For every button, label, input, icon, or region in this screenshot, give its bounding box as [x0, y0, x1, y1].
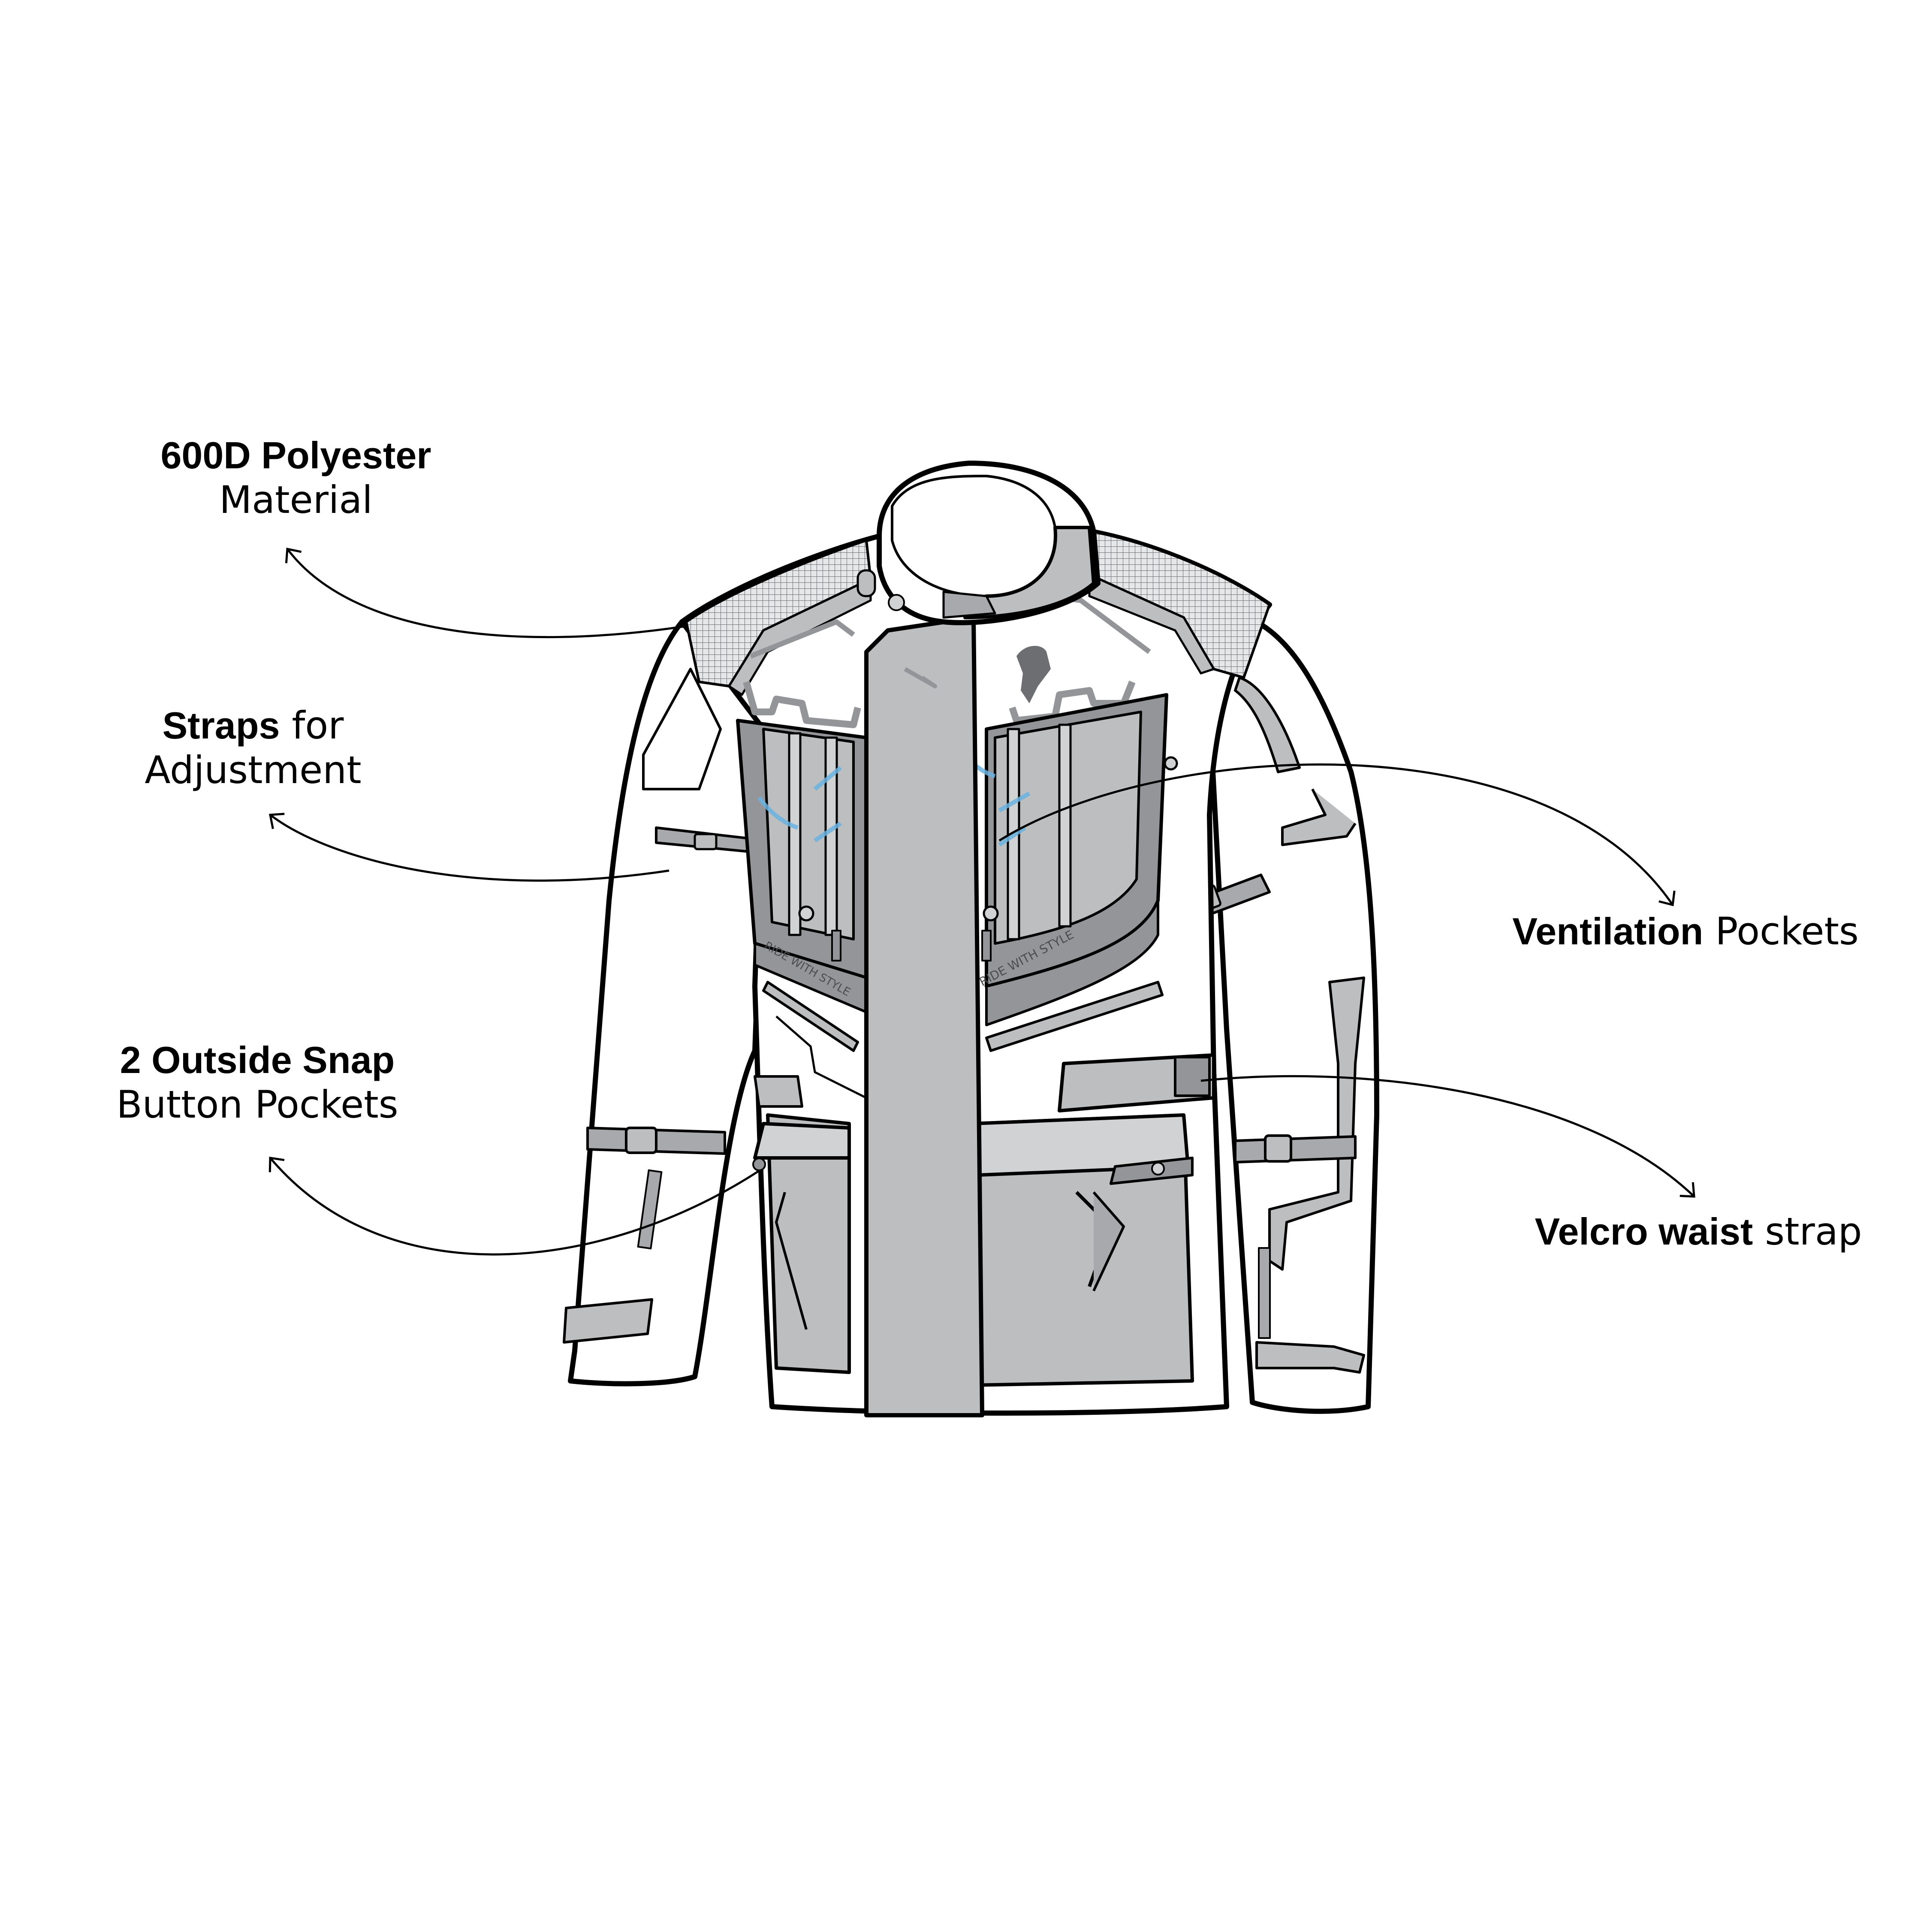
torso	[679, 529, 1272, 1417]
callout-ventilation: Ventilation Pockets	[1484, 909, 1887, 954]
arrow-pockets	[268, 1157, 760, 1256]
callout-pockets-bold: 2 Outside Snap	[120, 1039, 395, 1081]
arrow-velcro	[1200, 1075, 1695, 1198]
callout-velcro-regular: strap	[1753, 1209, 1862, 1254]
left-sleeve	[563, 619, 770, 1386]
collar	[856, 461, 1101, 625]
callout-polyester: 600D Polyester Material	[120, 433, 472, 522]
callout-pockets-line2: Button Pockets	[116, 1082, 398, 1127]
arrow-straps	[268, 813, 669, 882]
callout-velcro-bold: Velcro waist	[1535, 1210, 1753, 1253]
callout-polyester-bold: 600D Polyester	[160, 434, 431, 476]
callout-straps: Straps for Adjustment	[77, 703, 429, 793]
callout-polyester-line2: Material	[219, 477, 373, 522]
callout-pockets: 2 Outside Snap Button Pockets	[77, 1038, 437, 1127]
callout-straps-bold: Straps	[162, 704, 280, 747]
callout-ventilation-bold: Ventilation	[1512, 910, 1704, 952]
callout-straps-regular: for	[280, 703, 344, 747]
callout-arrows	[268, 547, 1695, 1256]
callout-ventilation-regular: Pockets	[1703, 909, 1859, 953]
callout-velcro: Velcro waist strap	[1501, 1209, 1896, 1254]
callout-straps-line2: Adjustment	[145, 747, 362, 792]
bear-logo-icon	[1016, 646, 1051, 703]
arrow-ventilation	[998, 763, 1676, 907]
bear-logo-snap-icon	[888, 594, 905, 611]
arrow-polyester	[285, 547, 687, 639]
